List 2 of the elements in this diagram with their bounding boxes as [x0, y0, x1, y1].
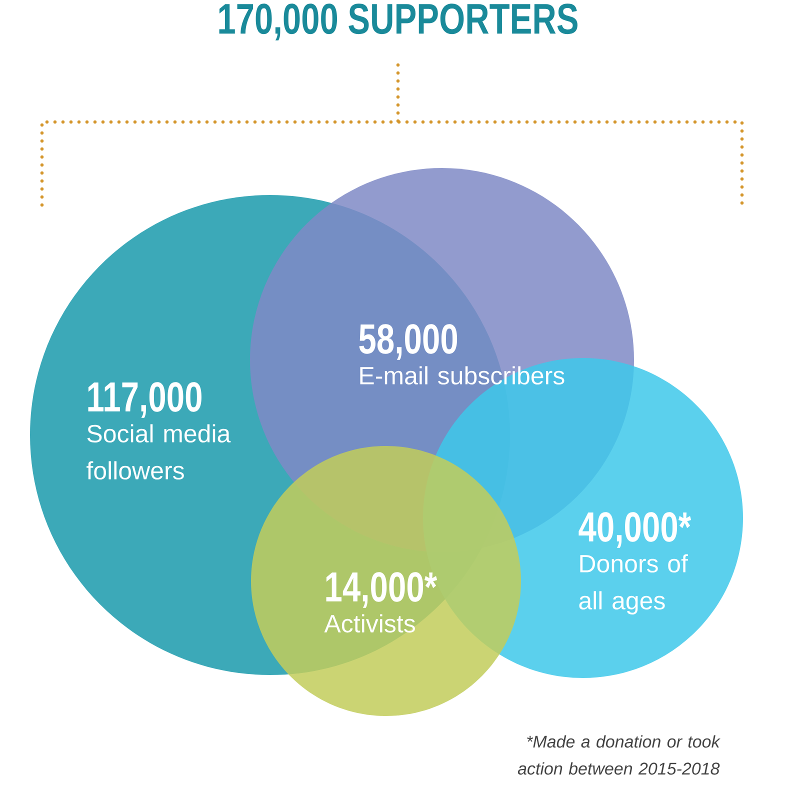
title: 170,000 SUPPORTERS	[219, 4, 578, 40]
footnote: *Made a donation or took action between 2015-2018	[518, 735, 720, 775]
